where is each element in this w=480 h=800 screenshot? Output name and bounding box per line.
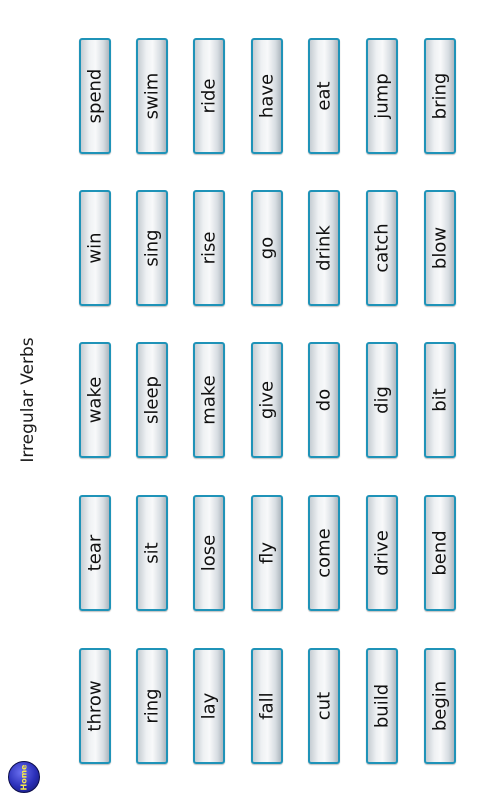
verb-label: build bbox=[371, 683, 393, 729]
verb-button-rise[interactable]: rise bbox=[193, 190, 225, 306]
verb-label: sing bbox=[141, 229, 163, 267]
verb-button-fly[interactable]: fly bbox=[251, 495, 283, 611]
verb-label: bit bbox=[429, 388, 451, 412]
verb-button-begin[interactable]: begin bbox=[424, 648, 456, 764]
verb-button-build[interactable]: build bbox=[366, 648, 398, 764]
verb-label: rise bbox=[198, 231, 220, 265]
verb-button-wake[interactable]: wake bbox=[79, 342, 111, 458]
verb-label: bring bbox=[429, 72, 451, 120]
verb-button-come[interactable]: come bbox=[308, 495, 340, 611]
verb-button-jump[interactable]: jump bbox=[366, 38, 398, 154]
verb-label: go bbox=[256, 236, 278, 260]
verb-label: come bbox=[313, 528, 335, 578]
verb-label: do bbox=[313, 388, 335, 412]
verb-button-swim[interactable]: swim bbox=[136, 38, 168, 154]
verb-label: jump bbox=[371, 73, 393, 119]
home-button[interactable]: Home bbox=[8, 761, 40, 793]
verb-label: lay bbox=[198, 692, 220, 720]
verb-label: ring bbox=[141, 688, 163, 724]
verb-label: fly bbox=[256, 542, 278, 564]
verb-button-spend[interactable]: spend bbox=[79, 38, 111, 154]
verb-button-throw[interactable]: throw bbox=[79, 648, 111, 764]
verb-button-do[interactable]: do bbox=[308, 342, 340, 458]
verb-label: dig bbox=[371, 386, 393, 414]
verb-label: spend bbox=[84, 68, 106, 124]
verb-button-drink[interactable]: drink bbox=[308, 190, 340, 306]
verb-label: make bbox=[198, 375, 220, 425]
verb-label: eat bbox=[313, 81, 335, 111]
verb-button-catch[interactable]: catch bbox=[366, 190, 398, 306]
home-label: Home bbox=[19, 764, 29, 790]
page-title: Irregular Verbs bbox=[18, 337, 38, 463]
verb-button-dig[interactable]: dig bbox=[366, 342, 398, 458]
verb-button-bring[interactable]: bring bbox=[424, 38, 456, 154]
verb-button-ride[interactable]: ride bbox=[193, 38, 225, 154]
verb-label: drink bbox=[313, 225, 335, 271]
verb-button-eat[interactable]: eat bbox=[308, 38, 340, 154]
verb-label: lose bbox=[198, 534, 220, 572]
verb-button-lay[interactable]: lay bbox=[193, 648, 225, 764]
verb-label: begin bbox=[429, 680, 451, 732]
verb-button-lose[interactable]: lose bbox=[193, 495, 225, 611]
verb-button-make[interactable]: make bbox=[193, 342, 225, 458]
verb-label: bend bbox=[429, 530, 451, 576]
verb-button-win[interactable]: win bbox=[79, 190, 111, 306]
verb-label: ride bbox=[198, 78, 220, 114]
verb-label: win bbox=[84, 232, 106, 264]
verb-label: have bbox=[256, 73, 278, 119]
verb-label: cut bbox=[313, 691, 335, 721]
verb-button-bend[interactable]: bend bbox=[424, 495, 456, 611]
verb-button-tear[interactable]: tear bbox=[79, 495, 111, 611]
verb-label: throw bbox=[84, 680, 106, 732]
verb-button-sing[interactable]: sing bbox=[136, 190, 168, 306]
verb-button-cut[interactable]: cut bbox=[308, 648, 340, 764]
verb-button-fall[interactable]: fall bbox=[251, 648, 283, 764]
verb-label: swim bbox=[141, 72, 163, 120]
verb-button-sleep[interactable]: sleep bbox=[136, 342, 168, 458]
verb-label: give bbox=[256, 380, 278, 420]
verb-button-drive[interactable]: drive bbox=[366, 495, 398, 611]
verb-button-have[interactable]: have bbox=[251, 38, 283, 154]
verb-label: sit bbox=[141, 542, 163, 564]
verb-label: blow bbox=[429, 226, 451, 270]
verb-label: drive bbox=[371, 530, 393, 576]
verb-button-ring[interactable]: ring bbox=[136, 648, 168, 764]
verb-label: catch bbox=[371, 223, 393, 273]
verb-button-go[interactable]: go bbox=[251, 190, 283, 306]
verb-label: sleep bbox=[141, 376, 163, 424]
verb-label: wake bbox=[84, 376, 106, 424]
verb-button-blow[interactable]: blow bbox=[424, 190, 456, 306]
verb-button-bit[interactable]: bit bbox=[424, 342, 456, 458]
verb-label: tear bbox=[84, 534, 106, 572]
verb-button-sit[interactable]: sit bbox=[136, 495, 168, 611]
verb-label: fall bbox=[256, 692, 278, 720]
verb-button-give[interactable]: give bbox=[251, 342, 283, 458]
